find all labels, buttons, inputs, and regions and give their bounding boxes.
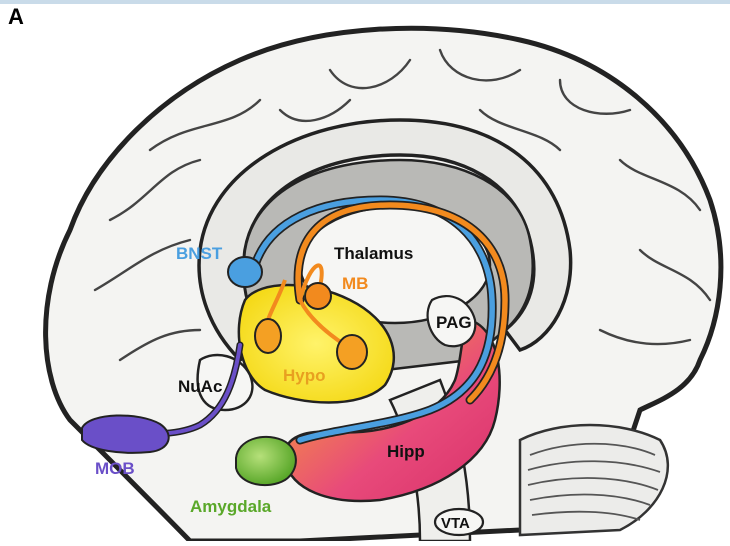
label-bnst: BNST: [176, 244, 223, 263]
label-mb: MB: [342, 274, 368, 293]
label-nuac: NuAc: [178, 377, 222, 396]
mob-bulb: [82, 415, 169, 452]
panel-letter: A: [8, 4, 24, 30]
mb-bulb: [305, 283, 331, 309]
label-hypo: Hypo: [283, 366, 326, 385]
bnst-bulb: [228, 257, 262, 287]
label-amygdala: Amygdala: [190, 497, 272, 516]
label-pag: PAG: [436, 313, 472, 332]
label-mob: MOB: [95, 459, 135, 478]
label-vta: VTA: [441, 515, 470, 532]
label-hipp: Hipp: [387, 442, 425, 461]
cerebellum: [520, 425, 668, 535]
label-thalamus: Thalamus: [334, 244, 413, 263]
top-strip: [0, 0, 730, 4]
amygdala-shape: [236, 437, 296, 485]
